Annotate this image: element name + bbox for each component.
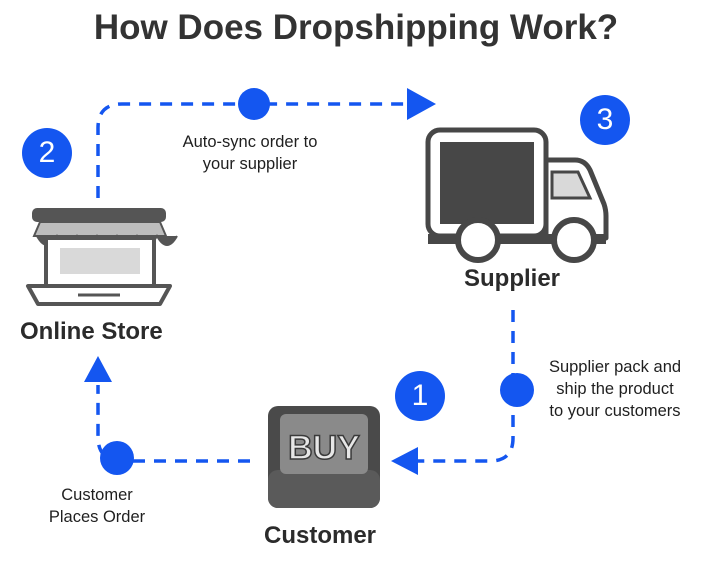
sync-note: Auto-sync order to your supplier: [160, 131, 340, 175]
ship-note: Supplier pack and ship the product to yo…: [528, 356, 702, 422]
ship-note-line1: Supplier pack and: [548, 358, 682, 376]
connector-dot-sync: [238, 88, 270, 120]
order-note-line2: Places Order: [48, 508, 146, 526]
arrow-head-icon: [407, 88, 436, 120]
arrow-head-icon: [391, 447, 418, 475]
sync-note-line2: your supplier: [202, 155, 298, 173]
order-note-line1: Customer: [61, 486, 133, 504]
ship-note-line2: ship the product: [556, 380, 674, 398]
step-badge-3: 3: [580, 95, 630, 145]
delivery-truck-icon: [425, 127, 609, 263]
connector-dot-order: [100, 441, 134, 475]
online-store-label: Online Store: [20, 318, 163, 345]
customer-label: Customer: [264, 522, 377, 549]
ship-note-line3: to your customers: [549, 402, 681, 420]
page-title: How Does Dropshipping Work?: [93, 8, 619, 47]
step-badge-2: 2: [22, 128, 72, 178]
order-note: Customer Places Order: [30, 484, 164, 528]
sync-note-line1: Auto-sync order to: [182, 133, 318, 151]
storefront-icon: [26, 208, 178, 306]
step-badge-1: 1: [395, 371, 445, 421]
connector-supplier-to-customer: [412, 310, 515, 463]
arrow-head-icon: [84, 356, 112, 382]
buy-key-icon: BUY: [268, 406, 380, 508]
buy-key-label: BUY: [288, 429, 360, 467]
supplier-label: Supplier: [464, 265, 561, 292]
connector-store-to-supplier: [96, 102, 405, 198]
connector-dot-ship: [500, 373, 534, 407]
